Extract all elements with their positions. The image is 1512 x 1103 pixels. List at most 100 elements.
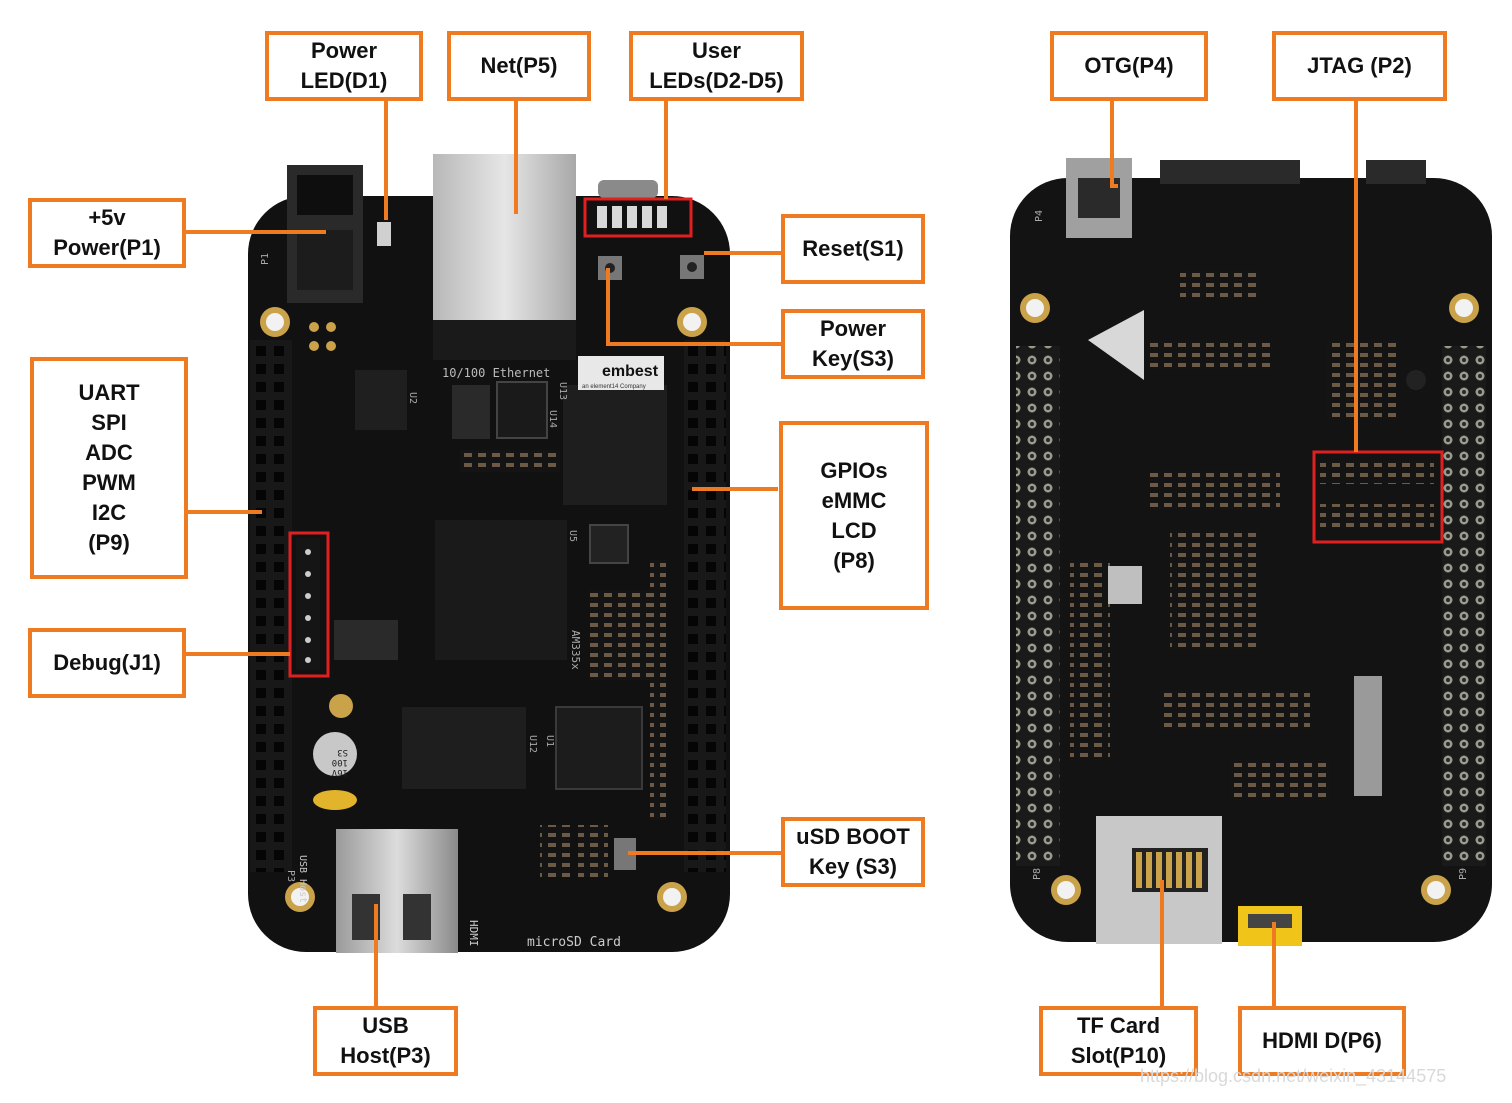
label-user-leds-line1: User <box>692 38 741 63</box>
board-back: P4 P8 P9 <box>1010 158 1492 946</box>
rj45-jack <box>433 154 576 344</box>
label-p8-functions: GPIOs eMMC LCD (P8) <box>779 421 929 610</box>
silk-p8: P8 <box>1032 868 1043 880</box>
silk-cap-3: 16V <box>331 767 348 777</box>
silk-usb-host: USB Host <box>297 855 308 903</box>
label-hdmi: HDMI D(P6) <box>1238 1006 1406 1076</box>
label-p8-line4: (P8) <box>833 547 875 573</box>
label-p9-line1: UART <box>78 380 140 405</box>
silk-u13: U13 <box>557 382 568 400</box>
label-p9-line2: SPI <box>91 410 127 435</box>
crystal-y2 <box>1108 566 1142 604</box>
label-tf-card-line2: Slot(P10) <box>1070 1043 1167 1068</box>
label-otg-line1: OTG(P4) <box>1084 53 1174 78</box>
label-user-leds: User LEDs(D2-D5) <box>629 31 804 101</box>
highlight-user-leds <box>583 197 693 238</box>
header-p8-back <box>1442 346 1486 866</box>
silk-ethernet: 10/100 Ethernet <box>442 366 550 380</box>
silk-u12: U12 <box>527 735 538 753</box>
label-usb-host-line2: Host(P3) <box>340 1043 431 1068</box>
silk-cap-1: S3 <box>337 747 348 757</box>
label-usd-boot: uSD BOOT Key (S3) <box>781 817 925 887</box>
capacitor <box>313 732 357 776</box>
chip <box>496 381 548 439</box>
chip <box>355 370 407 430</box>
label-reset-line1: Reset(S1) <box>802 236 904 261</box>
mini-usb-front <box>598 180 658 198</box>
silk-brand: embest <box>602 363 659 380</box>
label-p9-line6: (P9) <box>88 530 130 555</box>
label-net: Net(P5) <box>447 31 591 101</box>
label-power-key: Power Key(S3) <box>781 309 925 379</box>
usd-boot-key <box>614 838 636 870</box>
label-p9-line5: I2C <box>91 500 127 525</box>
label-p8-line3: LCD <box>831 517 877 543</box>
silk-p1: P1 <box>260 253 271 265</box>
silk-u1: U1 <box>544 735 555 747</box>
silk-u14: U14 <box>547 410 558 428</box>
board-front: 10/100 Ethernet embest an element14 Comp… <box>248 154 730 953</box>
crystal <box>334 620 398 660</box>
label-power-led-line1: Power <box>310 38 378 63</box>
silk-hdmi: HDMI <box>467 920 480 947</box>
header-p9-back <box>1016 346 1060 866</box>
leader-otg <box>1110 100 1118 188</box>
label-otg: OTG(P4) <box>1050 31 1208 101</box>
leader-power-key <box>606 268 782 346</box>
label-debug-line1: Debug(J1) <box>53 650 161 675</box>
header-p8 <box>684 340 726 872</box>
user-leds <box>597 206 667 228</box>
label-power-key-line2: Key(S3) <box>812 346 894 371</box>
header-p9 <box>250 340 292 872</box>
silk-p9: P9 <box>1458 868 1469 880</box>
chip-ram <box>402 707 526 789</box>
silk-p4: P4 <box>1034 210 1045 222</box>
label-p9-line4: PWM <box>82 470 136 495</box>
highlight-debug <box>288 531 330 678</box>
label-usb-host: USB Host(P3) <box>313 1006 458 1076</box>
power-led <box>377 222 391 246</box>
silk-cap-2: 100 <box>332 757 348 767</box>
label-user-leds-line2: LEDs(D2-D5) <box>649 68 784 93</box>
soc-am335x <box>435 520 567 660</box>
watermark: https://blog.csdn.net/weixin_43144575 <box>1140 1066 1447 1086</box>
board-logo <box>1088 310 1144 380</box>
label-5v-power-line1: +5v <box>88 205 126 230</box>
silk-microsd: microSD Card <box>527 935 621 950</box>
label-tf-card-line1: TF Card <box>1076 1013 1161 1038</box>
silk-u2: U2 <box>407 392 418 404</box>
highlight-jtag <box>1312 450 1444 544</box>
label-p8-line1: GPIOs <box>820 457 888 483</box>
chip <box>452 385 490 439</box>
label-p9-line3: ADC <box>85 440 133 465</box>
label-p8-line2: eMMC <box>821 487 887 513</box>
silk-brand-sub: an element14 Company <box>582 384 646 390</box>
label-power-led-line2: LED(D1) <box>300 68 388 93</box>
jtag-pads <box>1320 460 1434 528</box>
chip <box>589 524 629 564</box>
label-tf-card: TF Card Slot(P10) <box>1039 1006 1198 1076</box>
label-5v-power: +5v Power(P1) <box>28 198 186 268</box>
label-jtag-line1: JTAG (P2) <box>1307 53 1412 78</box>
label-usd-boot-line1: uSD BOOT <box>796 824 910 849</box>
label-power-led: Power LED(D1) <box>265 31 423 101</box>
label-5v-power-line2: Power(P1) <box>53 235 161 260</box>
silk-am335x: AM335x <box>569 630 582 670</box>
silk-p3: P3 <box>285 870 296 882</box>
leader-lines <box>186 100 1358 1008</box>
chip-u13 <box>563 385 667 505</box>
label-reset: Reset(S1) <box>781 214 925 284</box>
silk-u5: U5 <box>567 530 578 542</box>
label-hdmi-line1: HDMI D(P6) <box>1262 1028 1382 1053</box>
label-usb-host-line1: USB <box>362 1013 409 1038</box>
chip-emmc <box>555 706 643 790</box>
brand-plate <box>578 356 664 390</box>
label-net-line1: Net(P5) <box>480 53 558 78</box>
label-p9-functions: UART SPI ADC PWM I2C (P9) <box>30 357 188 579</box>
label-debug: Debug(J1) <box>28 628 186 698</box>
label-jtag: JTAG (P2) <box>1272 31 1447 101</box>
debug-header <box>296 538 320 670</box>
label-power-key-line1: Power <box>819 316 887 341</box>
label-usd-boot-line2: Key (S3) <box>808 854 898 879</box>
